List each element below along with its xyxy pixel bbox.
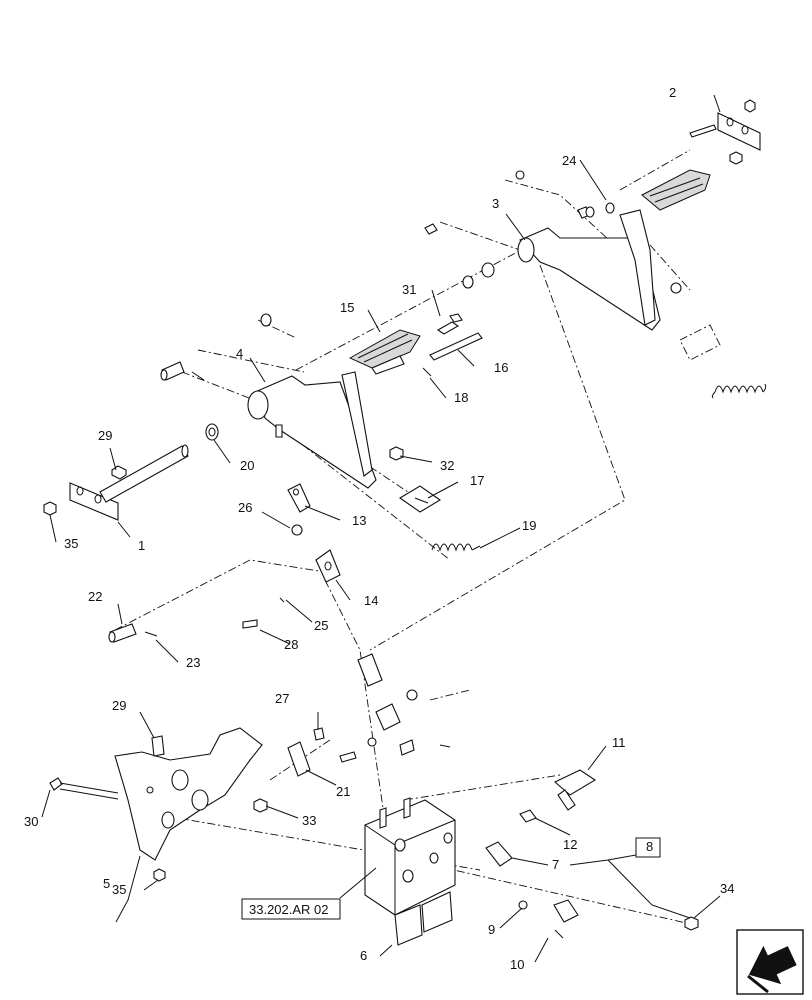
callout-3: 3 <box>492 196 499 211</box>
nut-34 <box>684 916 699 931</box>
clevis-14 <box>315 549 341 583</box>
callout-11: 11 <box>612 735 626 750</box>
callout-31: 31 <box>402 282 416 297</box>
link-13 <box>287 483 311 513</box>
callout-24: 24 <box>562 153 576 168</box>
callout-2: 2 <box>669 85 676 100</box>
bolt-31 <box>436 313 463 335</box>
callout-14: 14 <box>364 593 378 608</box>
reference-box[interactable]: 33.202.AR 02 <box>241 898 341 920</box>
callout-16: 16 <box>494 360 508 375</box>
fitting-10 <box>553 899 579 939</box>
callout-1: 1 <box>138 538 145 553</box>
callout-25: 25 <box>314 618 328 633</box>
pin-upper <box>424 170 682 294</box>
callout-7: 7 <box>552 857 559 872</box>
bracket-plate-part <box>689 99 761 151</box>
shaft-with-plate-part <box>69 444 189 521</box>
bolt-28 <box>242 597 285 629</box>
callout-32: 32 <box>440 458 454 473</box>
callout-35-top: 35 <box>64 536 78 551</box>
callout-labels: 1 2 3 4 5 6 7 8 9 10 11 12 13 14 15 16 1… <box>24 85 734 972</box>
washer-26 <box>291 524 303 536</box>
fitting-11 <box>554 769 597 811</box>
callout-29-top: 29 <box>98 428 112 443</box>
pin-18 <box>422 367 432 377</box>
callout-30: 30 <box>24 814 38 829</box>
pedal-right-part <box>462 206 661 331</box>
callout-29-lower: 29 <box>112 698 126 713</box>
callout-27: 27 <box>275 691 289 706</box>
callout-18: 18 <box>454 390 468 405</box>
pin-left <box>160 361 205 381</box>
callout-4: 4 <box>236 346 243 361</box>
bushing-20 <box>205 423 219 441</box>
pad-17 <box>398 485 442 513</box>
callout-13: 13 <box>352 513 366 528</box>
pedal-left-part <box>247 371 377 489</box>
bracket-5 <box>114 727 263 861</box>
callout-21: 21 <box>336 784 350 799</box>
callout-12: 12 <box>563 837 577 852</box>
callout-20: 20 <box>240 458 254 473</box>
bolt-27 <box>313 727 325 741</box>
callout-26: 26 <box>238 500 252 515</box>
spring-upper-right <box>711 383 767 399</box>
washer-24 <box>585 202 615 218</box>
spring-19 <box>431 543 481 552</box>
callout-9: 9 <box>488 922 495 937</box>
callout-35-lower: 35 <box>112 882 126 897</box>
fitting-12 <box>519 809 537 823</box>
nut-35-top <box>43 501 57 516</box>
reference-label: 33.202.AR 02 <box>249 902 329 917</box>
callout-33: 33 <box>302 813 316 828</box>
strip-16 <box>429 332 483 361</box>
lower-linkage <box>339 653 451 763</box>
nut-33 <box>253 798 268 813</box>
callout-8-box <box>635 837 661 858</box>
leader-lines <box>41 94 721 963</box>
washer-left-top <box>260 313 272 327</box>
bolt-29-lower <box>151 735 165 757</box>
pad-outline-ghost <box>679 324 721 361</box>
pin-22 <box>108 623 158 643</box>
callout-8: 8 <box>646 839 653 854</box>
pedal-pad-right <box>641 151 743 211</box>
next-page-arrow-icon[interactable] <box>736 929 804 995</box>
callout-5: 5 <box>103 876 110 891</box>
nut-35-lower <box>153 868 166 882</box>
callout-10: 10 <box>510 957 524 972</box>
pedal-pad-15 <box>348 329 421 375</box>
callout-28: 28 <box>284 637 298 652</box>
washer-9 <box>518 900 528 910</box>
fitting-7 <box>485 841 513 867</box>
callout-15: 15 <box>340 300 354 315</box>
clip-21 <box>287 741 311 777</box>
master-cylinder-6 <box>364 797 456 946</box>
bolt-30 <box>49 777 119 800</box>
callout-22: 22 <box>88 589 102 604</box>
callout-19: 19 <box>522 518 536 533</box>
bolt-29-top <box>111 465 127 480</box>
callout-34: 34 <box>720 881 734 896</box>
nut-32 <box>389 446 404 461</box>
callout-23: 23 <box>186 655 200 670</box>
callout-6: 6 <box>360 948 367 963</box>
callout-17: 17 <box>470 473 484 488</box>
